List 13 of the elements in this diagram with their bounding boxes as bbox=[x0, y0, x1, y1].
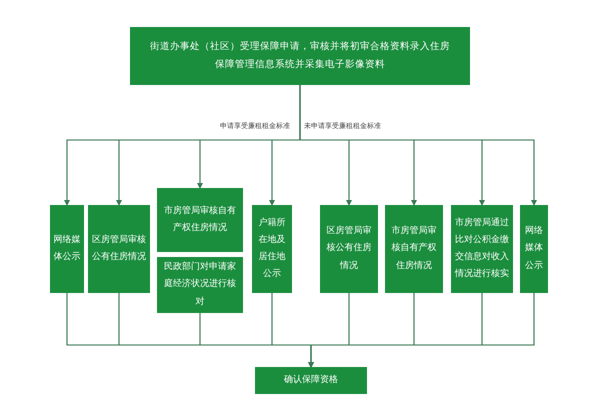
process-box: 市房管局通过比对公积金缴交信息对收入情况进行核实 bbox=[451, 205, 513, 293]
process-box: 网络媒体公示 bbox=[50, 205, 84, 293]
process-box: 网络媒体公示 bbox=[520, 205, 548, 293]
connector-arrow bbox=[299, 85, 537, 206]
process-box: 户籍所在地及居住地公示 bbox=[252, 205, 292, 293]
connector-arrow bbox=[308, 293, 535, 368]
process-box: 区房管局审核公有住房情况 bbox=[88, 205, 150, 293]
process-box: 确认保障资格 bbox=[255, 367, 367, 394]
process-box: 市房管局审核自有产权住房情况 bbox=[157, 188, 243, 252]
process-box: 市房管局审核自有产权住房情况 bbox=[385, 205, 443, 293]
process-box: 区房管局审核公有住房情况 bbox=[320, 205, 378, 293]
process-box: 街道办事处（社区）受理保障申请，审核并将初审合格资料录入住房保障管理信息系统并采集电子影像资料 bbox=[130, 27, 470, 85]
process-box: 民政部门对申请家庭经济状况进行核对 bbox=[157, 257, 243, 313]
